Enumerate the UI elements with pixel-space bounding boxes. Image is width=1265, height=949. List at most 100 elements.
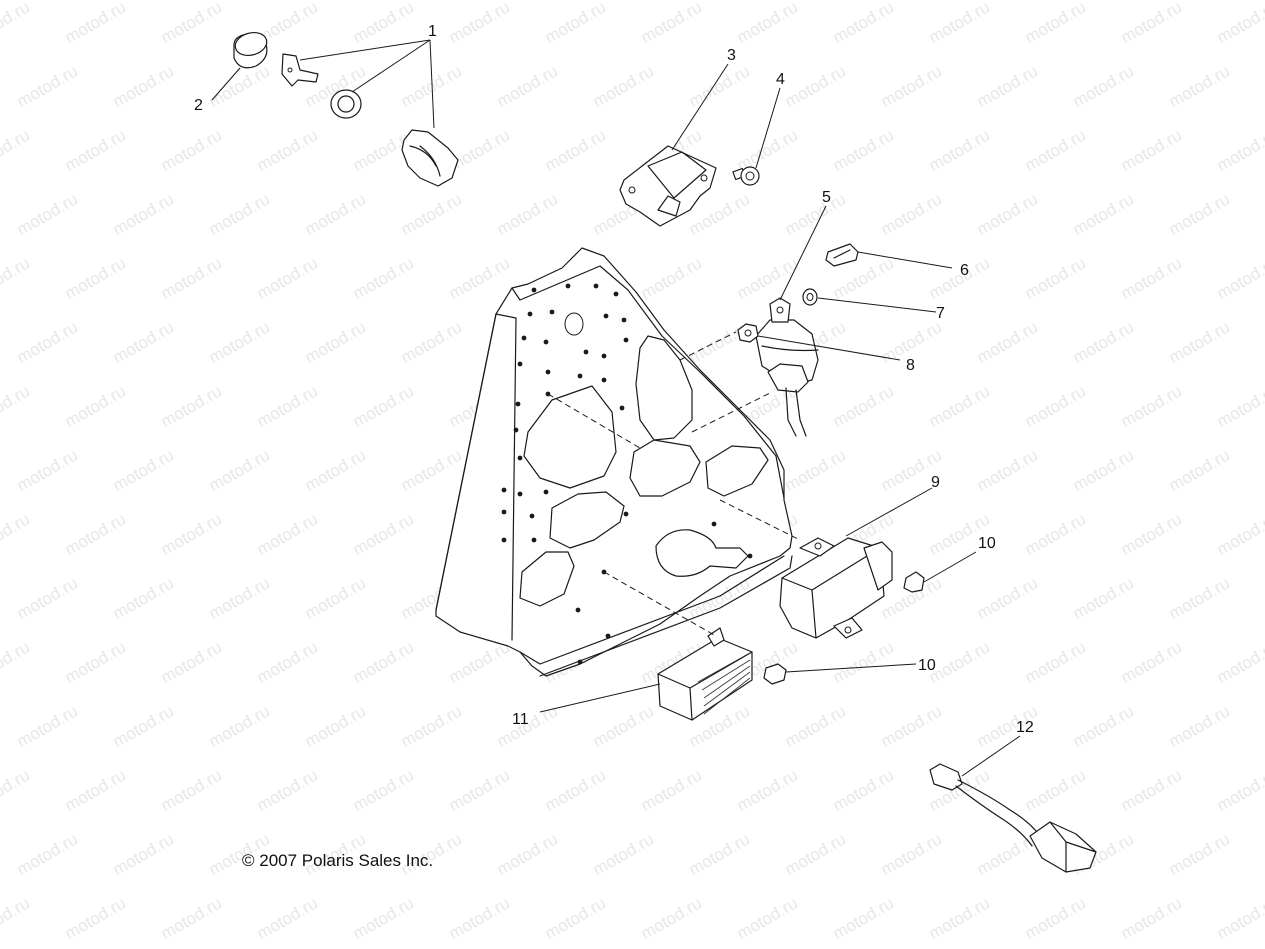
watermark-text: motod.ru <box>62 125 130 175</box>
copyright-notice: © 2007 Polaris Sales Inc. <box>242 851 434 870</box>
watermark-text: motod.ru <box>1214 0 1265 47</box>
watermark-text: motod.ru <box>590 701 658 751</box>
watermark-text: motod.ru <box>1214 765 1265 815</box>
callout-5: 5 <box>822 189 831 206</box>
watermark-text: motod.ru <box>590 829 658 879</box>
watermark-text: motod.ru <box>686 317 754 367</box>
watermark-text: motod.ru <box>62 253 130 303</box>
watermark-text: motod.ru <box>1022 765 1090 815</box>
watermark-text: motod.ru <box>782 701 850 751</box>
mounting-plate <box>435 247 793 677</box>
part-3-control-module <box>619 145 717 227</box>
watermark-text: motod.ru <box>638 253 706 303</box>
watermark-text: motod.ru <box>62 893 130 943</box>
watermark-text: motod.ru <box>350 765 418 815</box>
watermark-text: motod.ru <box>206 701 274 751</box>
watermark-text: motod.ru <box>158 893 226 943</box>
watermark-text: motod.ru <box>0 0 33 47</box>
watermark-text: motod.ru <box>782 189 850 239</box>
watermark-text: motod.ru <box>110 829 178 879</box>
watermark-text: motod.ru <box>1262 317 1265 367</box>
watermark-text: motod.ru <box>686 61 754 111</box>
watermark-text: motod.ru <box>398 189 466 239</box>
part-10-screw-upper <box>903 571 925 593</box>
watermark-text: motod.ru <box>110 189 178 239</box>
watermark-text: motod.ru <box>830 893 898 943</box>
watermark-text: motod.ru <box>62 0 130 47</box>
watermark-text: motod.ru <box>1262 61 1265 111</box>
watermark-text: motod.ru <box>1166 701 1234 751</box>
watermark-text: motod.ru <box>494 829 562 879</box>
watermark-text: motod.ru <box>158 509 226 559</box>
watermark-text: motod.ru <box>1118 509 1186 559</box>
watermark-text: motod.ru <box>1262 829 1265 879</box>
watermark-text: motod.ru <box>446 765 514 815</box>
watermark-text: motod.ru <box>110 701 178 751</box>
watermark-text: motod.ru <box>1070 573 1138 623</box>
watermark-text: motod.ru <box>14 317 82 367</box>
watermark-text: motod.ru <box>0 125 33 175</box>
watermark-text: motod.ru <box>494 61 562 111</box>
watermark-text: motod.ru <box>590 61 658 111</box>
watermark-text: motod.ru <box>734 893 802 943</box>
part-12-sensor-harness <box>929 763 1097 873</box>
watermark-text: motod.ru <box>158 381 226 431</box>
watermark-text: motod.ru <box>686 829 754 879</box>
watermark-text: motod.ru <box>734 0 802 47</box>
watermark-text: motod.ru <box>398 445 466 495</box>
watermark-text: motod.ru <box>158 253 226 303</box>
watermark-text: motod.ru <box>14 701 82 751</box>
watermark-text: motod.ru <box>1166 189 1234 239</box>
watermark-text: motod.ru <box>926 381 994 431</box>
watermark-text: motod.ru <box>1118 0 1186 47</box>
callout-12: 12 <box>1016 719 1034 736</box>
callout-1: 1 <box>428 23 437 40</box>
watermark-text: motod.ru <box>446 0 514 47</box>
watermark-text: motod.ru <box>1166 445 1234 495</box>
watermark-text: motod.ru <box>974 445 1042 495</box>
callout-4: 4 <box>776 71 785 88</box>
watermark-text: motod.ru <box>1118 637 1186 687</box>
watermark-text: motod.ru <box>1262 189 1265 239</box>
watermark-text: motod.ru <box>830 765 898 815</box>
watermark-text: motod.ru <box>1166 61 1234 111</box>
watermark-text: motod.ru <box>398 317 466 367</box>
watermark-text: motod.ru <box>1118 125 1186 175</box>
watermark-text: motod.ru <box>1166 317 1234 367</box>
watermark-text: motod.ru <box>254 765 322 815</box>
watermark-text: motod.ru <box>638 765 706 815</box>
watermark-text: motod.ru <box>14 573 82 623</box>
watermark-text: motod.ru <box>110 61 178 111</box>
callout-10-upper: 10 <box>978 535 996 552</box>
watermark-text: motod.ru <box>254 637 322 687</box>
watermark-text: motod.ru <box>1022 125 1090 175</box>
watermark-text: motod.ru <box>350 509 418 559</box>
watermark-text: motod.ru <box>206 445 274 495</box>
watermark-text: motod.ru <box>1214 637 1265 687</box>
watermark-text: motod.ru <box>0 765 33 815</box>
watermark-text: motod.ru <box>926 0 994 47</box>
callout-2: 2 <box>194 97 203 114</box>
watermark-text: motod.ru <box>1118 381 1186 431</box>
watermark-text: motod.ru <box>638 893 706 943</box>
watermark-text: motod.ru <box>974 317 1042 367</box>
watermark-text: motod.ru <box>1022 509 1090 559</box>
watermark-text: motod.ru <box>878 701 946 751</box>
watermark-text: motod.ru <box>1118 893 1186 943</box>
watermark-text: motod.ru <box>350 253 418 303</box>
watermark-text: motod.ru <box>1022 893 1090 943</box>
part-1-hardware <box>281 53 459 187</box>
part-10-screw-lower <box>763 663 787 685</box>
watermark-text: motod.ru <box>830 381 898 431</box>
watermark-text: motod.ru <box>878 829 946 879</box>
watermark-text: motod.ru <box>350 893 418 943</box>
watermark-text: motod.ru <box>542 893 610 943</box>
watermark-text: motod.ru <box>494 189 562 239</box>
watermark-text: motod.ru <box>14 61 82 111</box>
callout-10-lower: 10 <box>918 657 936 674</box>
watermark-text: motod.ru <box>62 765 130 815</box>
watermark-text: motod.ru <box>974 573 1042 623</box>
watermark-text: motod.ru <box>926 125 994 175</box>
watermark-text: motod.ru <box>350 0 418 47</box>
watermark-text: motod.ru <box>302 317 370 367</box>
